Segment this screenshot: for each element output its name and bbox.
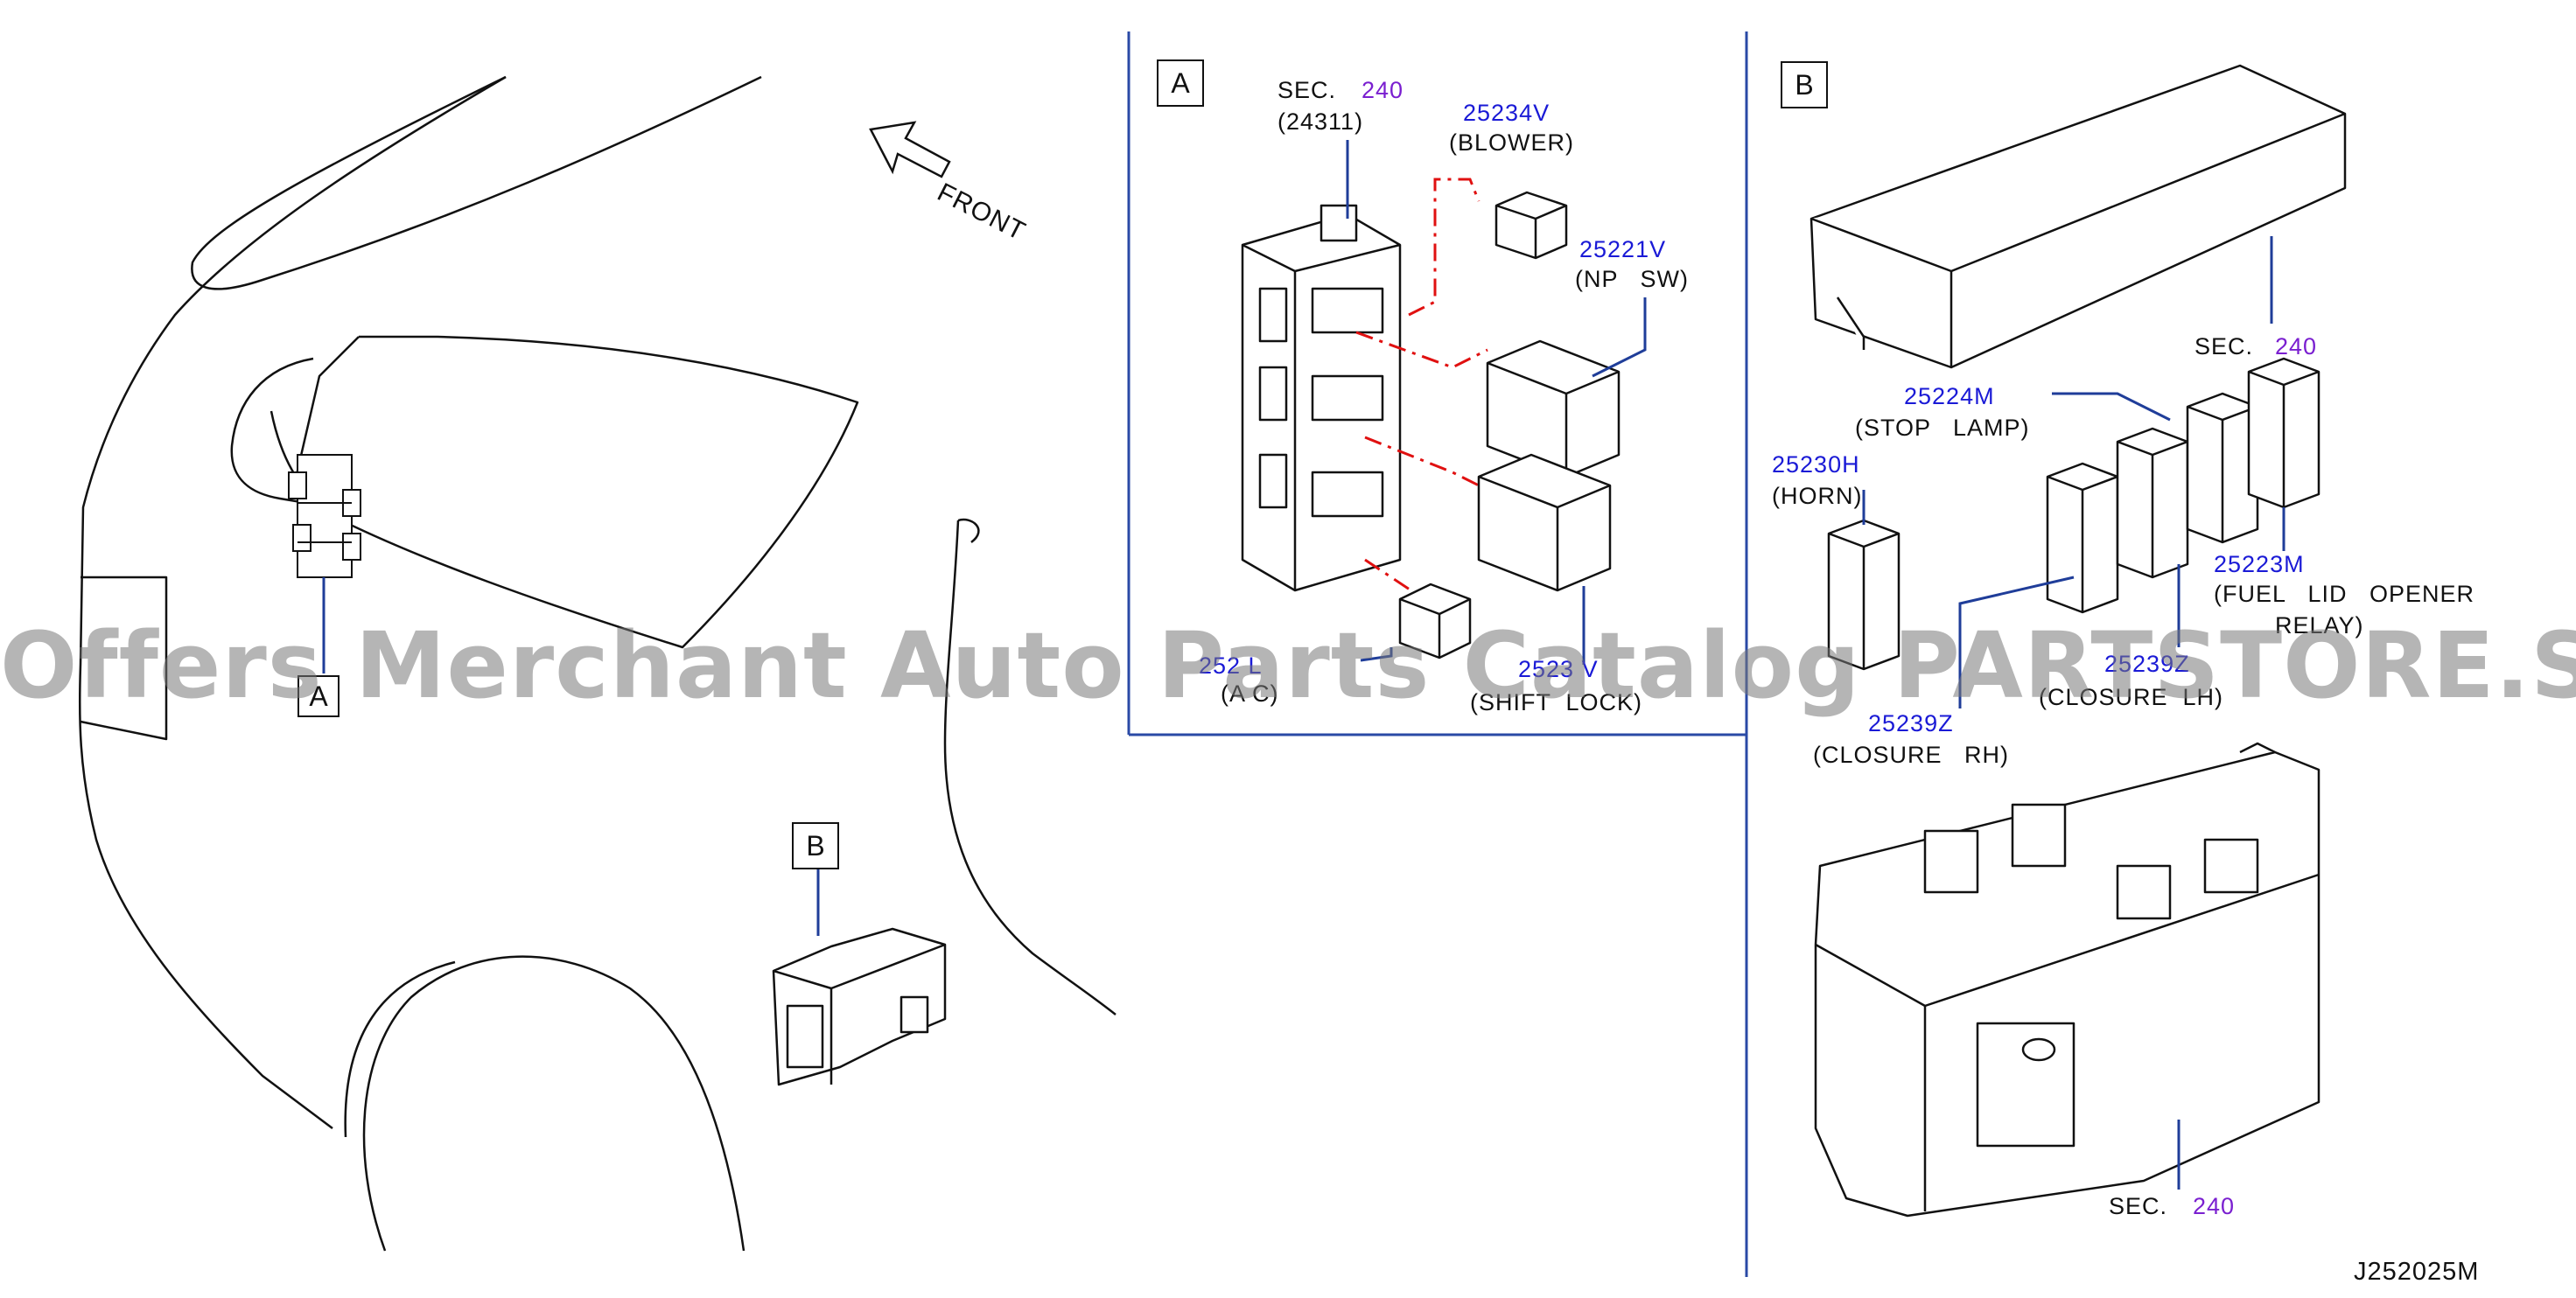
closure-lh-name: (CLOSURE LH)	[2039, 684, 2224, 710]
panel-b-leaders	[1862, 392, 2286, 708]
front-arrow	[869, 121, 951, 178]
location-label-a: A	[298, 675, 340, 717]
horn-part-number: 25230H	[1772, 451, 1860, 478]
location-b-box	[772, 927, 947, 1086]
fuel-lid-name-2: RELAY)	[2275, 612, 2364, 639]
panel-a-relays	[1398, 191, 1620, 659]
ac-name: (A C)	[1221, 680, 1279, 707]
callout-box-a: A	[1157, 59, 1204, 107]
stop-lamp-part-number: 25224M	[1904, 383, 1995, 409]
vehicle-outline	[78, 75, 1116, 1252]
panel-a-relay-block	[1241, 204, 1402, 592]
location-label-b: B	[792, 822, 839, 869]
blower-part-number: 25234V	[1463, 100, 1550, 126]
stop-lamp-name: (STOP LAMP)	[1855, 415, 2030, 441]
closure-rh-part-number: 25239Z	[1868, 710, 1954, 736]
panel-a-leaders	[1360, 297, 1647, 665]
sec-prefix-a: SEC.	[1278, 77, 1337, 103]
diagram-code: J252025M	[2354, 1258, 2480, 1286]
closure-rh-name: (CLOSURE RH)	[1813, 742, 2010, 768]
sec-sub-a: (24311)	[1278, 108, 1364, 135]
panel-b-fuse-box	[1814, 742, 2320, 1218]
install-dash-lines	[1355, 178, 1488, 597]
sec-number-a: 240	[1362, 77, 1404, 103]
shift-lock-name: (SHIFT LOCK)	[1470, 689, 1643, 715]
fuel-lid-part-number: 25223M	[2214, 551, 2305, 577]
panel-dividers	[1127, 31, 1748, 1277]
shift-lock-part-number: 2523 V	[1518, 656, 1599, 682]
sec-prefix-b-top: SEC.	[2194, 333, 2254, 359]
location-a-block	[288, 454, 361, 578]
horn-name: (HORN)	[1772, 483, 1863, 509]
ac-part-number: 252 L	[1199, 652, 1263, 679]
callout-box-b: B	[1781, 61, 1828, 108]
sec-prefix-b-bottom: SEC.	[2109, 1193, 2168, 1219]
sec-number-b-bottom: 240	[2193, 1193, 2236, 1219]
blower-name: (BLOWER)	[1449, 129, 1574, 156]
npsw-name: (NP SW)	[1575, 266, 1689, 292]
fuel-lid-name: (FUEL LID OPENER	[2214, 581, 2475, 607]
panel-b-cover	[1810, 64, 2347, 369]
panel-b-relays	[1827, 357, 2320, 671]
closure-lh-part-number: 25239Z	[2104, 651, 2190, 677]
watermark: Offers Merchant Auto Parts Catalog PARTS…	[0, 612, 2576, 719]
sec-number-b-top: 240	[2275, 333, 2318, 359]
npsw-part-number: 25221V	[1579, 236, 1667, 262]
